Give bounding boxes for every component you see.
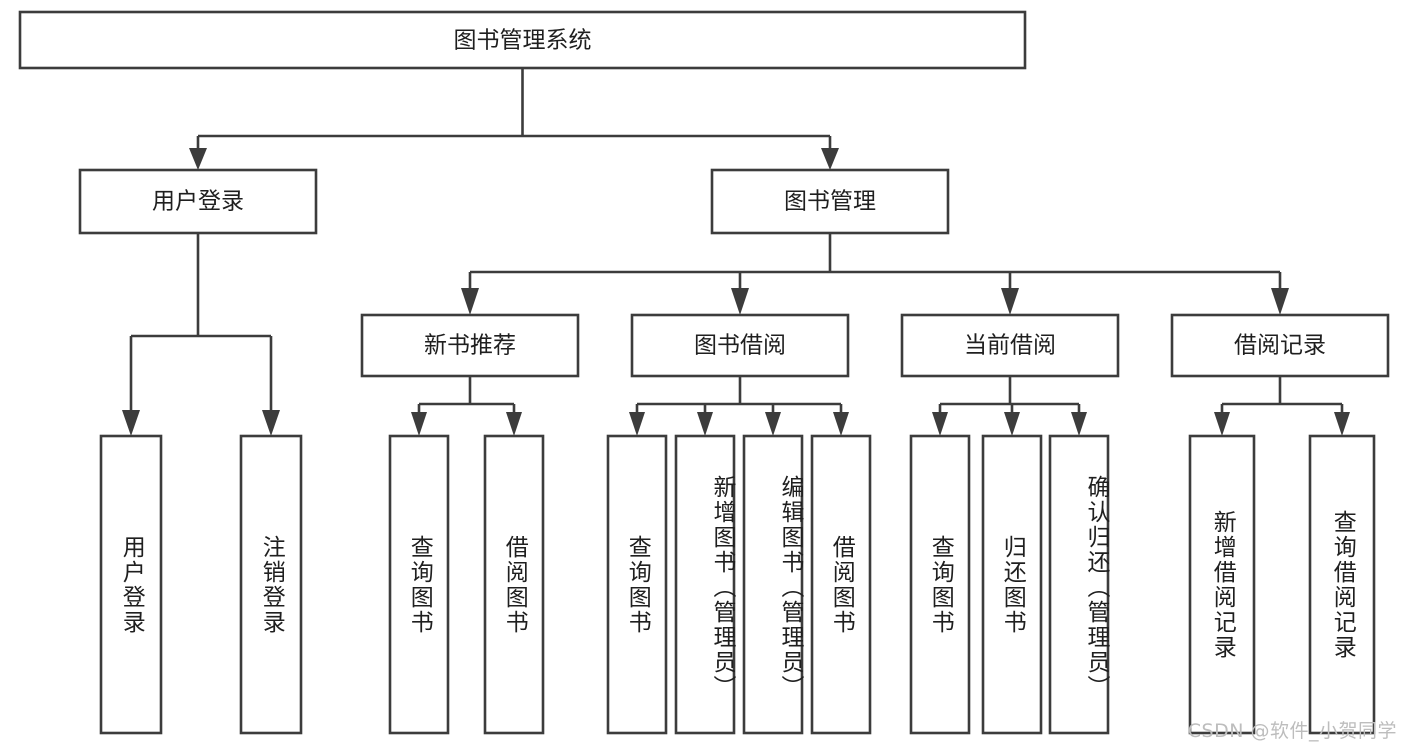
node-new-book-recommend-box[interactable] <box>360 313 580 378</box>
arrow-record-leaf-2 <box>1334 412 1350 436</box>
csdn-watermark: CSDN @软件_小贺同学 <box>1187 720 1397 742</box>
leaf-box-add-record[interactable] <box>1188 434 1256 735</box>
leaf-box-confirm-return[interactable] <box>1048 434 1110 735</box>
leaf-box-edit-book-admin[interactable] <box>742 434 804 735</box>
node-book-management-box[interactable] <box>710 168 950 235</box>
arrow-current-leaf-1 <box>932 412 948 436</box>
arrow-root-to-user-login <box>189 148 207 170</box>
node-root-label: 图书管理系统 <box>454 28 592 54</box>
arrow-bookmgmt-child-3 <box>1001 288 1019 315</box>
node-current-borrow-label: 当前借阅 <box>964 333 1056 359</box>
node-root[interactable]: 图书管理系统 <box>18 10 1027 70</box>
node-user-login-label: 用户登录 <box>152 189 244 215</box>
arrow-bookmgmt-child-1 <box>461 288 479 315</box>
node-user-login[interactable]: 用户登录 <box>78 168 318 235</box>
arrow-borrow-leaf-4 <box>833 412 849 436</box>
arrow-userlogin-leaf-2 <box>262 410 280 436</box>
node-book-borrow[interactable]: 图书借阅 <box>630 313 850 378</box>
arrow-bookmgmt-child-2 <box>731 288 749 315</box>
connectors-layer <box>122 68 1350 436</box>
node-user-login-box[interactable] <box>78 168 318 235</box>
node-book-borrow-box[interactable] <box>630 313 850 378</box>
node-new-book-recommend[interactable]: 新书推荐 <box>360 313 580 378</box>
node-borrow-record[interactable]: 借阅记录 <box>1170 313 1390 378</box>
arrow-userlogin-leaf-1 <box>122 410 140 436</box>
node-borrow-record-box[interactable] <box>1170 313 1390 378</box>
leaf-box-borrow-book-2[interactable] <box>810 434 872 735</box>
arrow-record-leaf-1 <box>1214 412 1230 436</box>
node-current-borrow[interactable]: 当前借阅 <box>900 313 1120 378</box>
leaf-box-user-login[interactable] <box>99 434 163 735</box>
node-book-management[interactable]: 图书管理 <box>710 168 950 235</box>
arrow-newbook-leaf-2 <box>506 412 522 436</box>
arrow-current-leaf-2 <box>1004 412 1020 436</box>
node-new-book-recommend-label: 新书推荐 <box>424 333 516 359</box>
arrow-borrow-leaf-2 <box>697 412 713 436</box>
node-current-borrow-box[interactable] <box>900 313 1120 378</box>
node-borrow-record-label: 借阅记录 <box>1234 333 1326 359</box>
nodes-layer: 图书管理系统 用户登录 图书管理 新书推荐 图书借阅 当前 <box>18 10 1390 735</box>
leaf-box-query-book-3[interactable] <box>909 434 971 735</box>
arrow-newbook-leaf-1 <box>411 412 427 436</box>
arrow-current-leaf-3 <box>1071 412 1087 436</box>
node-book-borrow-label: 图书借阅 <box>694 333 786 359</box>
arrow-borrow-leaf-3 <box>765 412 781 436</box>
leaf-box-return-book[interactable] <box>981 434 1043 735</box>
leaf-box-query-record[interactable] <box>1308 434 1376 735</box>
arrow-root-to-book-mgmt <box>821 148 839 170</box>
leaf-box-borrow-book-1[interactable] <box>483 434 545 735</box>
leaf-box-query-book-1[interactable] <box>388 434 450 735</box>
leaf-box-logout[interactable] <box>239 434 303 735</box>
node-root-box[interactable] <box>18 10 1027 70</box>
leaf-box-query-book-2[interactable] <box>606 434 668 735</box>
arrow-borrow-leaf-1 <box>629 412 645 436</box>
node-book-management-label: 图书管理 <box>784 189 876 215</box>
leaf-box-add-book-admin[interactable] <box>674 434 736 735</box>
arrow-bookmgmt-child-4 <box>1271 288 1289 315</box>
